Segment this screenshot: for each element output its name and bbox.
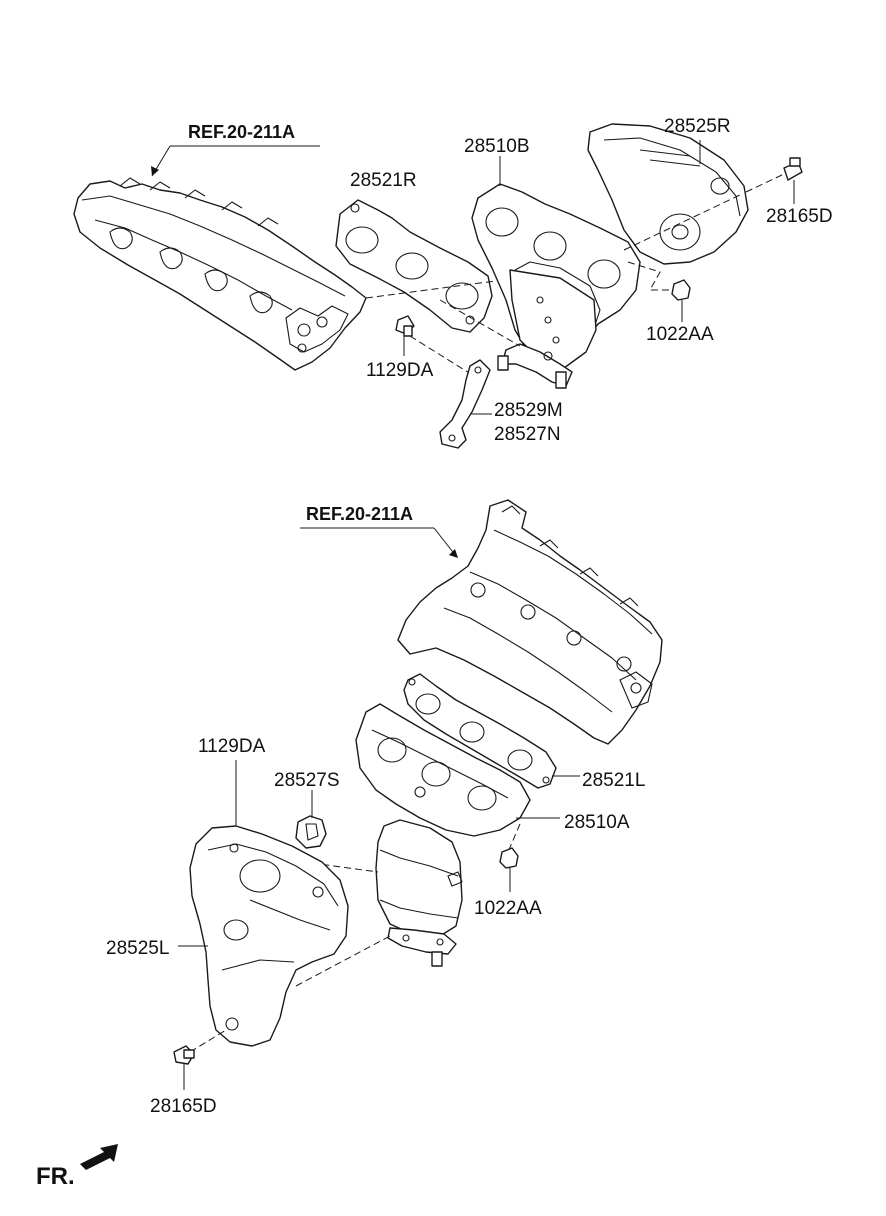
ref-lower-label: REF.20-211A bbox=[306, 504, 413, 524]
manifold-b-label: 28510B bbox=[464, 136, 530, 157]
front-direction-arrow-icon bbox=[80, 1144, 118, 1170]
nut-lower-label: 1022AA bbox=[474, 898, 542, 919]
bolt-upper-right bbox=[745, 157, 803, 193]
exhaust-manifold-left bbox=[355, 703, 531, 967]
bolt-upper-left-label: 1129DA bbox=[366, 360, 434, 381]
gasket-r-label: 28521R bbox=[350, 170, 417, 191]
ref-upper-label: REF.20-211A bbox=[188, 122, 295, 142]
nut-lower bbox=[499, 823, 521, 869]
bolt-lower-left-label: 1129DA bbox=[198, 736, 266, 757]
cylinder-head-upper bbox=[73, 177, 367, 371]
heat-shield-r-label: 28525R bbox=[664, 116, 731, 137]
bracket-n-label: 28527N bbox=[494, 424, 561, 445]
front-marker-label: FR. bbox=[36, 1163, 75, 1190]
ref-upper-arrow bbox=[151, 166, 159, 176]
ref-lower-arrow bbox=[449, 549, 458, 558]
manifold-a-label: 28510A bbox=[564, 812, 630, 833]
cylinder-head-lower bbox=[397, 499, 663, 745]
heat-shield-l-label: 28525L bbox=[106, 938, 169, 959]
exhaust-manifold-right bbox=[471, 183, 641, 389]
bolt-lower bbox=[173, 1029, 227, 1065]
gasket-l-label: 28521L bbox=[582, 770, 645, 791]
nut-upper bbox=[627, 261, 691, 301]
heat-shield-l-dash bbox=[295, 935, 391, 987]
bolt-upper-right-label: 28165D bbox=[766, 206, 833, 227]
ref-lower-leader bbox=[433, 527, 457, 557]
bracket-m-label: 28529M bbox=[494, 400, 563, 421]
heat-shield-left bbox=[189, 825, 349, 1047]
nut-upper-label: 1022AA bbox=[646, 324, 714, 345]
bolt-lower-label: 28165D bbox=[150, 1096, 217, 1117]
gasket-left bbox=[403, 673, 557, 789]
bolt-upper-left bbox=[395, 299, 521, 377]
bracket-lower bbox=[295, 815, 327, 849]
bracket-upper bbox=[439, 359, 491, 449]
heat-shield-right bbox=[587, 123, 749, 265]
bracket-s-label: 28527S bbox=[274, 770, 340, 791]
